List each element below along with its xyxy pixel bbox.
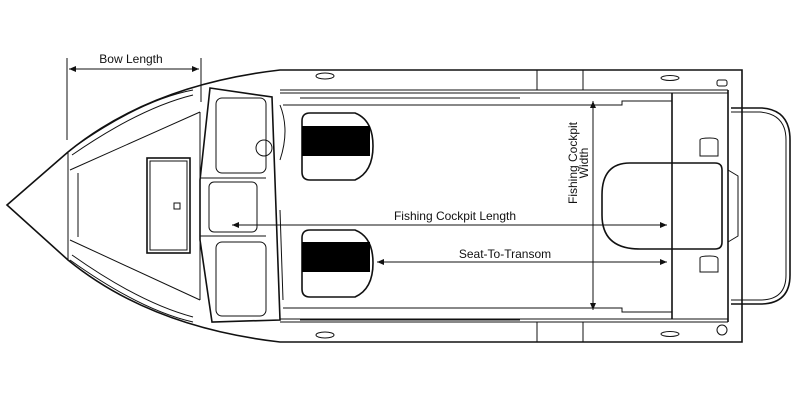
swim-platform [731, 107, 791, 305]
seat-port [301, 112, 374, 181]
transom [601, 90, 739, 322]
fishing-cockpit-width-label-line2: Width [577, 148, 591, 179]
bow-length-label: Bow Length [99, 52, 162, 66]
fishing-cockpit-length-label: Fishing Cockpit Length [394, 209, 516, 223]
console-windshield [199, 87, 286, 323]
hull-outline [5, 69, 743, 343]
fishing-cockpit-width-label-line1: Fishing Cockpit [566, 121, 580, 204]
seat-to-transom-label: Seat-To-Transom [459, 247, 551, 261]
bow-hatch [146, 157, 191, 254]
seat-starboard [301, 229, 374, 298]
bow-length-dimension [66, 58, 202, 140]
